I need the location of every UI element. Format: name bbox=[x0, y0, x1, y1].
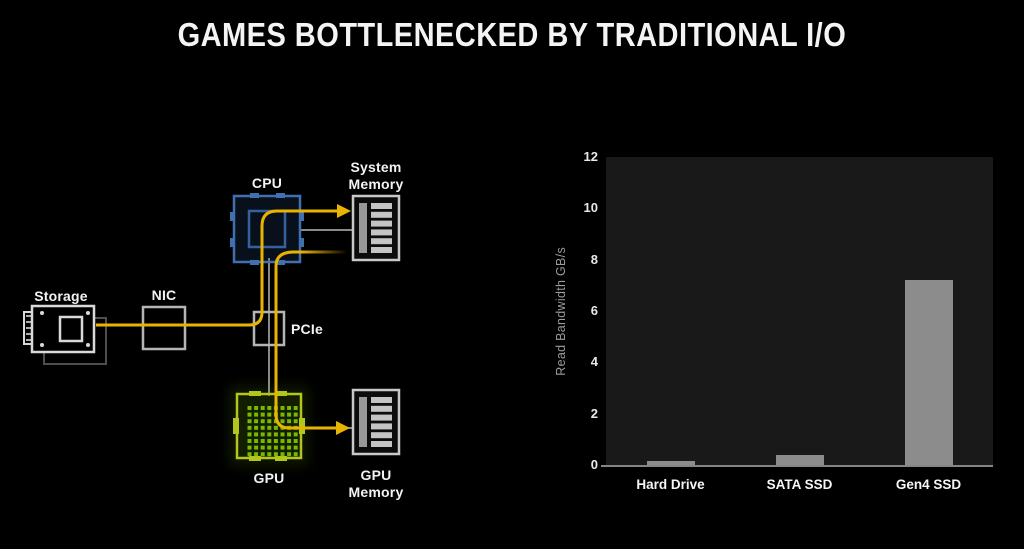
cpu-icon bbox=[230, 193, 304, 265]
y-tick-label: 12 bbox=[583, 149, 598, 164]
pcie-label: PCIe bbox=[291, 321, 323, 337]
y-tick-label: 6 bbox=[590, 303, 598, 318]
category-label: Hard Drive bbox=[636, 477, 705, 492]
bar-sata-ssd bbox=[775, 454, 824, 465]
nic-icon bbox=[141, 305, 187, 351]
nic-label: NIC bbox=[151, 287, 177, 303]
gpu-label: GPU bbox=[253, 470, 285, 486]
system-memory-icon bbox=[351, 194, 401, 262]
bar-gen4-ssd bbox=[904, 280, 953, 465]
x-axis-line bbox=[601, 465, 993, 467]
data-flow-path bbox=[96, 209, 346, 430]
y-tick-label: 0 bbox=[590, 457, 598, 472]
gpu-memory-label: GPU Memory bbox=[348, 467, 404, 500]
flow-arrowheads bbox=[336, 204, 351, 435]
y-tick-label: 2 bbox=[590, 405, 598, 421]
category-label: Gen4 SSD bbox=[895, 477, 962, 492]
flow-storage-to-system-memory bbox=[96, 209, 338, 327]
gpu-memory-icon bbox=[351, 388, 401, 456]
category-label: SATA SSD bbox=[766, 477, 833, 492]
bar-hard-drive bbox=[646, 461, 695, 465]
io-flow-diagram bbox=[23, 193, 401, 466]
y-tick-label: 10 bbox=[583, 200, 598, 216]
storage-label: Storage bbox=[34, 288, 88, 304]
gpu-icon bbox=[229, 386, 309, 466]
page-title: GAMES BOTTLENECKED BY TRADITIONAL I/O bbox=[0, 16, 1024, 54]
flow-to-gpu-memory bbox=[274, 250, 337, 430]
y-tick-label: 4 bbox=[590, 354, 598, 370]
y-tick-label: 8 bbox=[590, 251, 598, 267]
cpu-label: CPU bbox=[251, 175, 283, 191]
pcie-icon bbox=[252, 310, 286, 347]
system-memory-label: System Memory bbox=[348, 159, 404, 192]
page-title-text: GAMES BOTTLENECKED BY TRADITIONAL I/O bbox=[177, 16, 847, 53]
storage-icon bbox=[23, 304, 107, 365]
